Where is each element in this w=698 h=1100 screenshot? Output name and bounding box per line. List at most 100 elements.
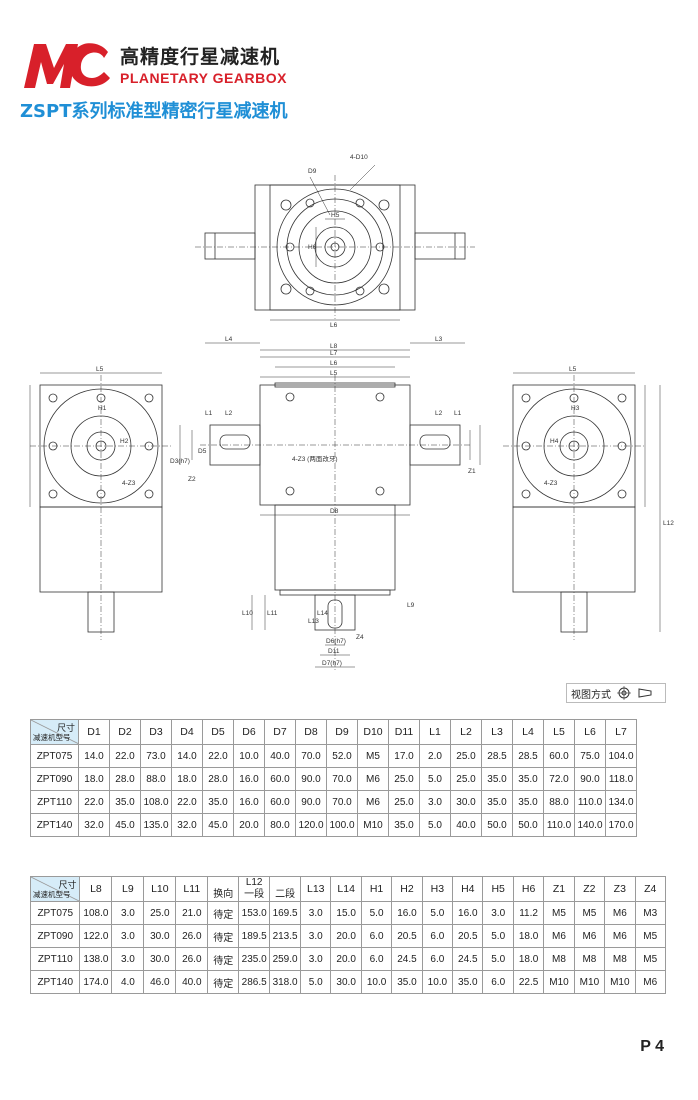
value-cell: 3.0 xyxy=(482,901,514,925)
front-view xyxy=(179,342,481,670)
value-cell: 18.0 xyxy=(512,947,545,971)
label-l14: L14 xyxy=(317,610,328,617)
value-cell: M8 xyxy=(573,947,606,971)
table1-header-l3: L3 xyxy=(481,719,513,745)
value-cell: 50.0 xyxy=(512,813,544,837)
table2-header-z3: Z3 xyxy=(604,876,636,902)
value-cell: 138.0 xyxy=(79,947,113,971)
diagonal-line-icon xyxy=(31,720,78,744)
value-cell: 25.0 xyxy=(450,767,482,791)
table2-header-h4: H4 xyxy=(452,876,484,902)
table1-header-d2: D2 xyxy=(109,719,141,745)
value-cell: 108.0 xyxy=(79,901,113,925)
table2-header-l12-2: 二段 xyxy=(269,876,302,902)
value-cell: M5 xyxy=(634,947,667,971)
label-z1: Z1 xyxy=(468,468,476,475)
label-d6: D6(h7) xyxy=(326,638,346,645)
label-d5: D5 xyxy=(198,448,207,455)
label-l11: L11 xyxy=(267,610,278,617)
value-cell: M6 xyxy=(357,767,389,791)
value-cell: 213.5 xyxy=(269,924,302,948)
table2-header-l12-sub: 换向 xyxy=(213,889,234,900)
value-cell: 18.0 xyxy=(512,924,545,948)
value-cell: 6.0 xyxy=(421,947,454,971)
table2-header-l11: L11 xyxy=(175,876,209,902)
label-l9: L9 xyxy=(407,602,415,609)
value-cell: 18.0 xyxy=(171,767,203,791)
value-cell: 17.0 xyxy=(388,744,420,768)
value-cell: 3.0 xyxy=(111,901,145,925)
table2-corner-cell: 尺寸 减速机型号 xyxy=(29,876,81,902)
value-cell: M5 xyxy=(543,901,575,925)
table2-header-h1: H1 xyxy=(360,876,393,902)
table2-header-l12-0: 换向 xyxy=(207,876,240,902)
value-cell: 259.0 xyxy=(269,947,302,971)
table1-header-d8: D8 xyxy=(295,719,327,745)
table2-header-h3: H3 xyxy=(421,876,454,902)
table2-header-z2: Z2 xyxy=(573,876,606,902)
value-cell: 28.5 xyxy=(512,744,544,768)
model-cell: ZPT140 xyxy=(30,813,79,837)
table2-header-h6: H6 xyxy=(512,876,545,902)
value-cell: 14.0 xyxy=(171,744,203,768)
table1-header-d10: D10 xyxy=(357,719,389,745)
value-cell: 3.0 xyxy=(300,901,332,925)
value-cell: 35.0 xyxy=(481,767,513,791)
value-cell: 40.0 xyxy=(175,970,209,994)
value-cell: 21.0 xyxy=(175,901,209,925)
page-number: P 4 xyxy=(640,1038,664,1055)
table2-header-l12-sub: 一段 xyxy=(244,889,265,900)
value-cell: 90.0 xyxy=(295,790,327,814)
value-cell: M5 xyxy=(573,901,606,925)
label-l2-left: L2 xyxy=(225,410,233,417)
value-cell: 122.0 xyxy=(79,924,113,948)
value-cell: 135.0 xyxy=(140,813,172,837)
value-cell: 3.0 xyxy=(300,947,332,971)
table2-header-l8: L8 xyxy=(79,876,113,902)
value-cell: M6 xyxy=(543,924,575,948)
value-cell: 26.0 xyxy=(175,924,209,948)
value-cell: 45.0 xyxy=(202,813,234,837)
value-cell: 50.0 xyxy=(481,813,513,837)
value-cell: 30.0 xyxy=(450,790,482,814)
value-cell: M10 xyxy=(543,970,575,994)
model-cell: ZPT110 xyxy=(30,790,79,814)
brand-name-cn: 高精度行星减速机 xyxy=(120,46,281,68)
value-cell: 20.0 xyxy=(330,947,362,971)
value-cell: 35.0 xyxy=(512,790,544,814)
value-cell: M10 xyxy=(357,813,389,837)
value-cell: 35.0 xyxy=(452,970,484,994)
model-cell: ZPT090 xyxy=(29,924,81,948)
value-cell: M6 xyxy=(357,790,389,814)
value-cell: 15.0 xyxy=(330,901,362,925)
label-d10: 4-D10 xyxy=(350,154,368,161)
value-cell: 40.0 xyxy=(450,813,482,837)
value-cell: 35.0 xyxy=(202,790,234,814)
diagonal-line-icon xyxy=(31,877,79,901)
value-cell: 60.0 xyxy=(264,767,296,791)
value-cell: 20.0 xyxy=(233,813,265,837)
brand-name-en: PLANETARY GEARBOX xyxy=(120,70,287,86)
top-view xyxy=(195,164,475,321)
value-cell: 120.0 xyxy=(295,813,327,837)
label-l8: L8 xyxy=(330,343,338,350)
value-cell: 90.0 xyxy=(574,767,606,791)
label-l2-right: L2 xyxy=(435,410,443,417)
value-cell: 118.0 xyxy=(605,767,637,791)
value-cell: 110.0 xyxy=(574,790,606,814)
value-cell: 5.0 xyxy=(421,901,454,925)
label-z4: Z4 xyxy=(356,634,364,641)
value-cell: 10.0 xyxy=(360,970,393,994)
value-cell: 4.0 xyxy=(111,970,145,994)
value-cell: 2.0 xyxy=(419,744,451,768)
table2-header-l9: L9 xyxy=(111,876,145,902)
table1-header-d9: D9 xyxy=(326,719,358,745)
value-cell: 90.0 xyxy=(295,767,327,791)
label-z3-right: 4-Z3 xyxy=(544,480,558,487)
value-cell: 45.0 xyxy=(109,813,141,837)
